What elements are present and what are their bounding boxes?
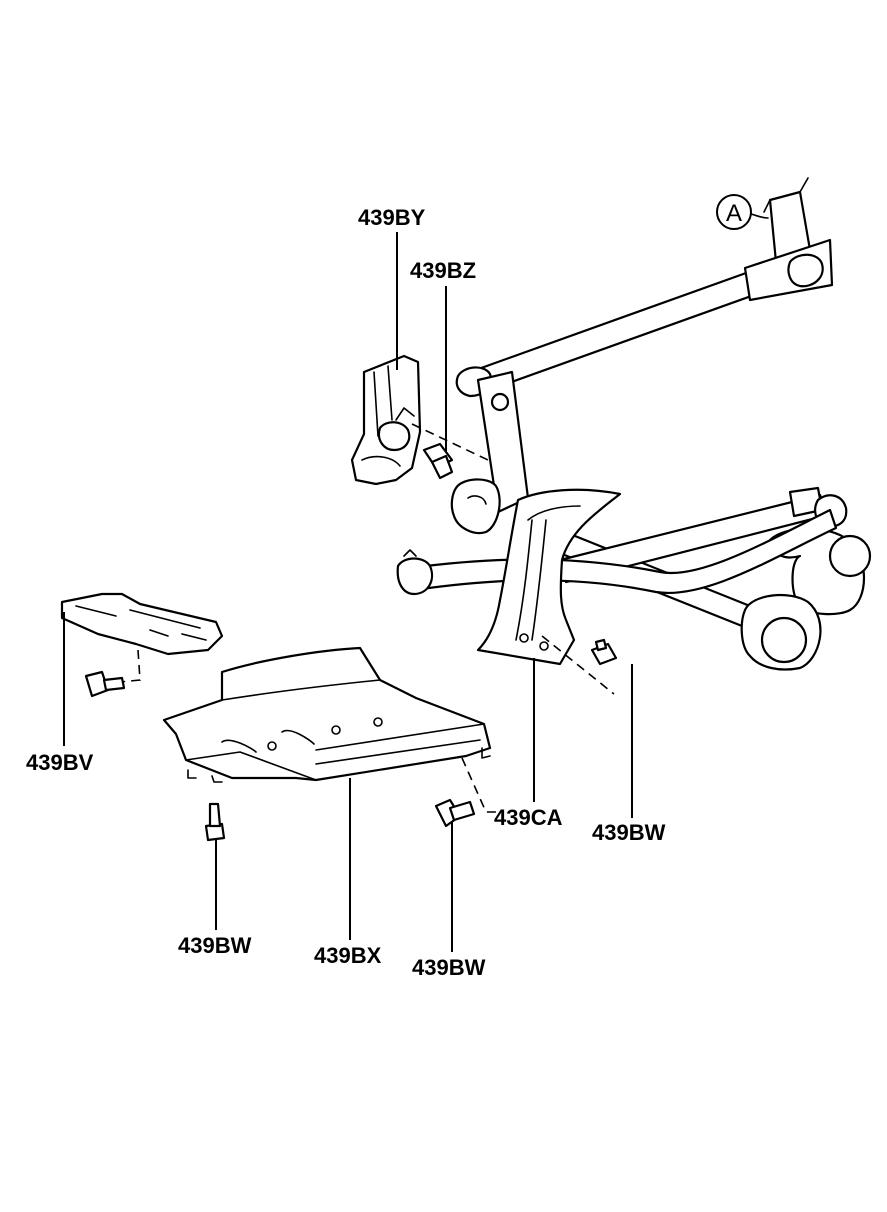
callout-439bz: 439BZ [410, 258, 476, 283]
view-marker-label: A [726, 200, 742, 227]
bolt-439bw-right [541, 635, 618, 695]
clamp-bracket-439by [350, 354, 422, 486]
callout-439bw-right: 439BW [592, 820, 666, 845]
frame-assembly [396, 177, 872, 671]
bolt-439bw-left [204, 802, 226, 842]
leader-lines [63, 232, 633, 952]
skid-plate-439bx [162, 646, 496, 813]
callout-439bw-left: 439BW [178, 933, 252, 958]
callout-labels: 439BY 439BZ 439BV 439CA 439BW 439BW 439B… [26, 205, 666, 980]
bracket-439ca [476, 488, 622, 666]
callout-439bv: 439BV [26, 750, 94, 775]
plate-439bv [60, 592, 224, 683]
callout-439ca: 439CA [494, 805, 563, 830]
callout-439bw-center: 439BW [412, 955, 486, 980]
view-marker-a: A [716, 194, 769, 230]
bolt-439bw-center [434, 798, 476, 828]
bolt-439bv [84, 670, 126, 698]
callout-439bx: 439BX [314, 943, 382, 968]
bolt-439bz [411, 423, 489, 480]
callout-439by: 439BY [358, 205, 426, 230]
